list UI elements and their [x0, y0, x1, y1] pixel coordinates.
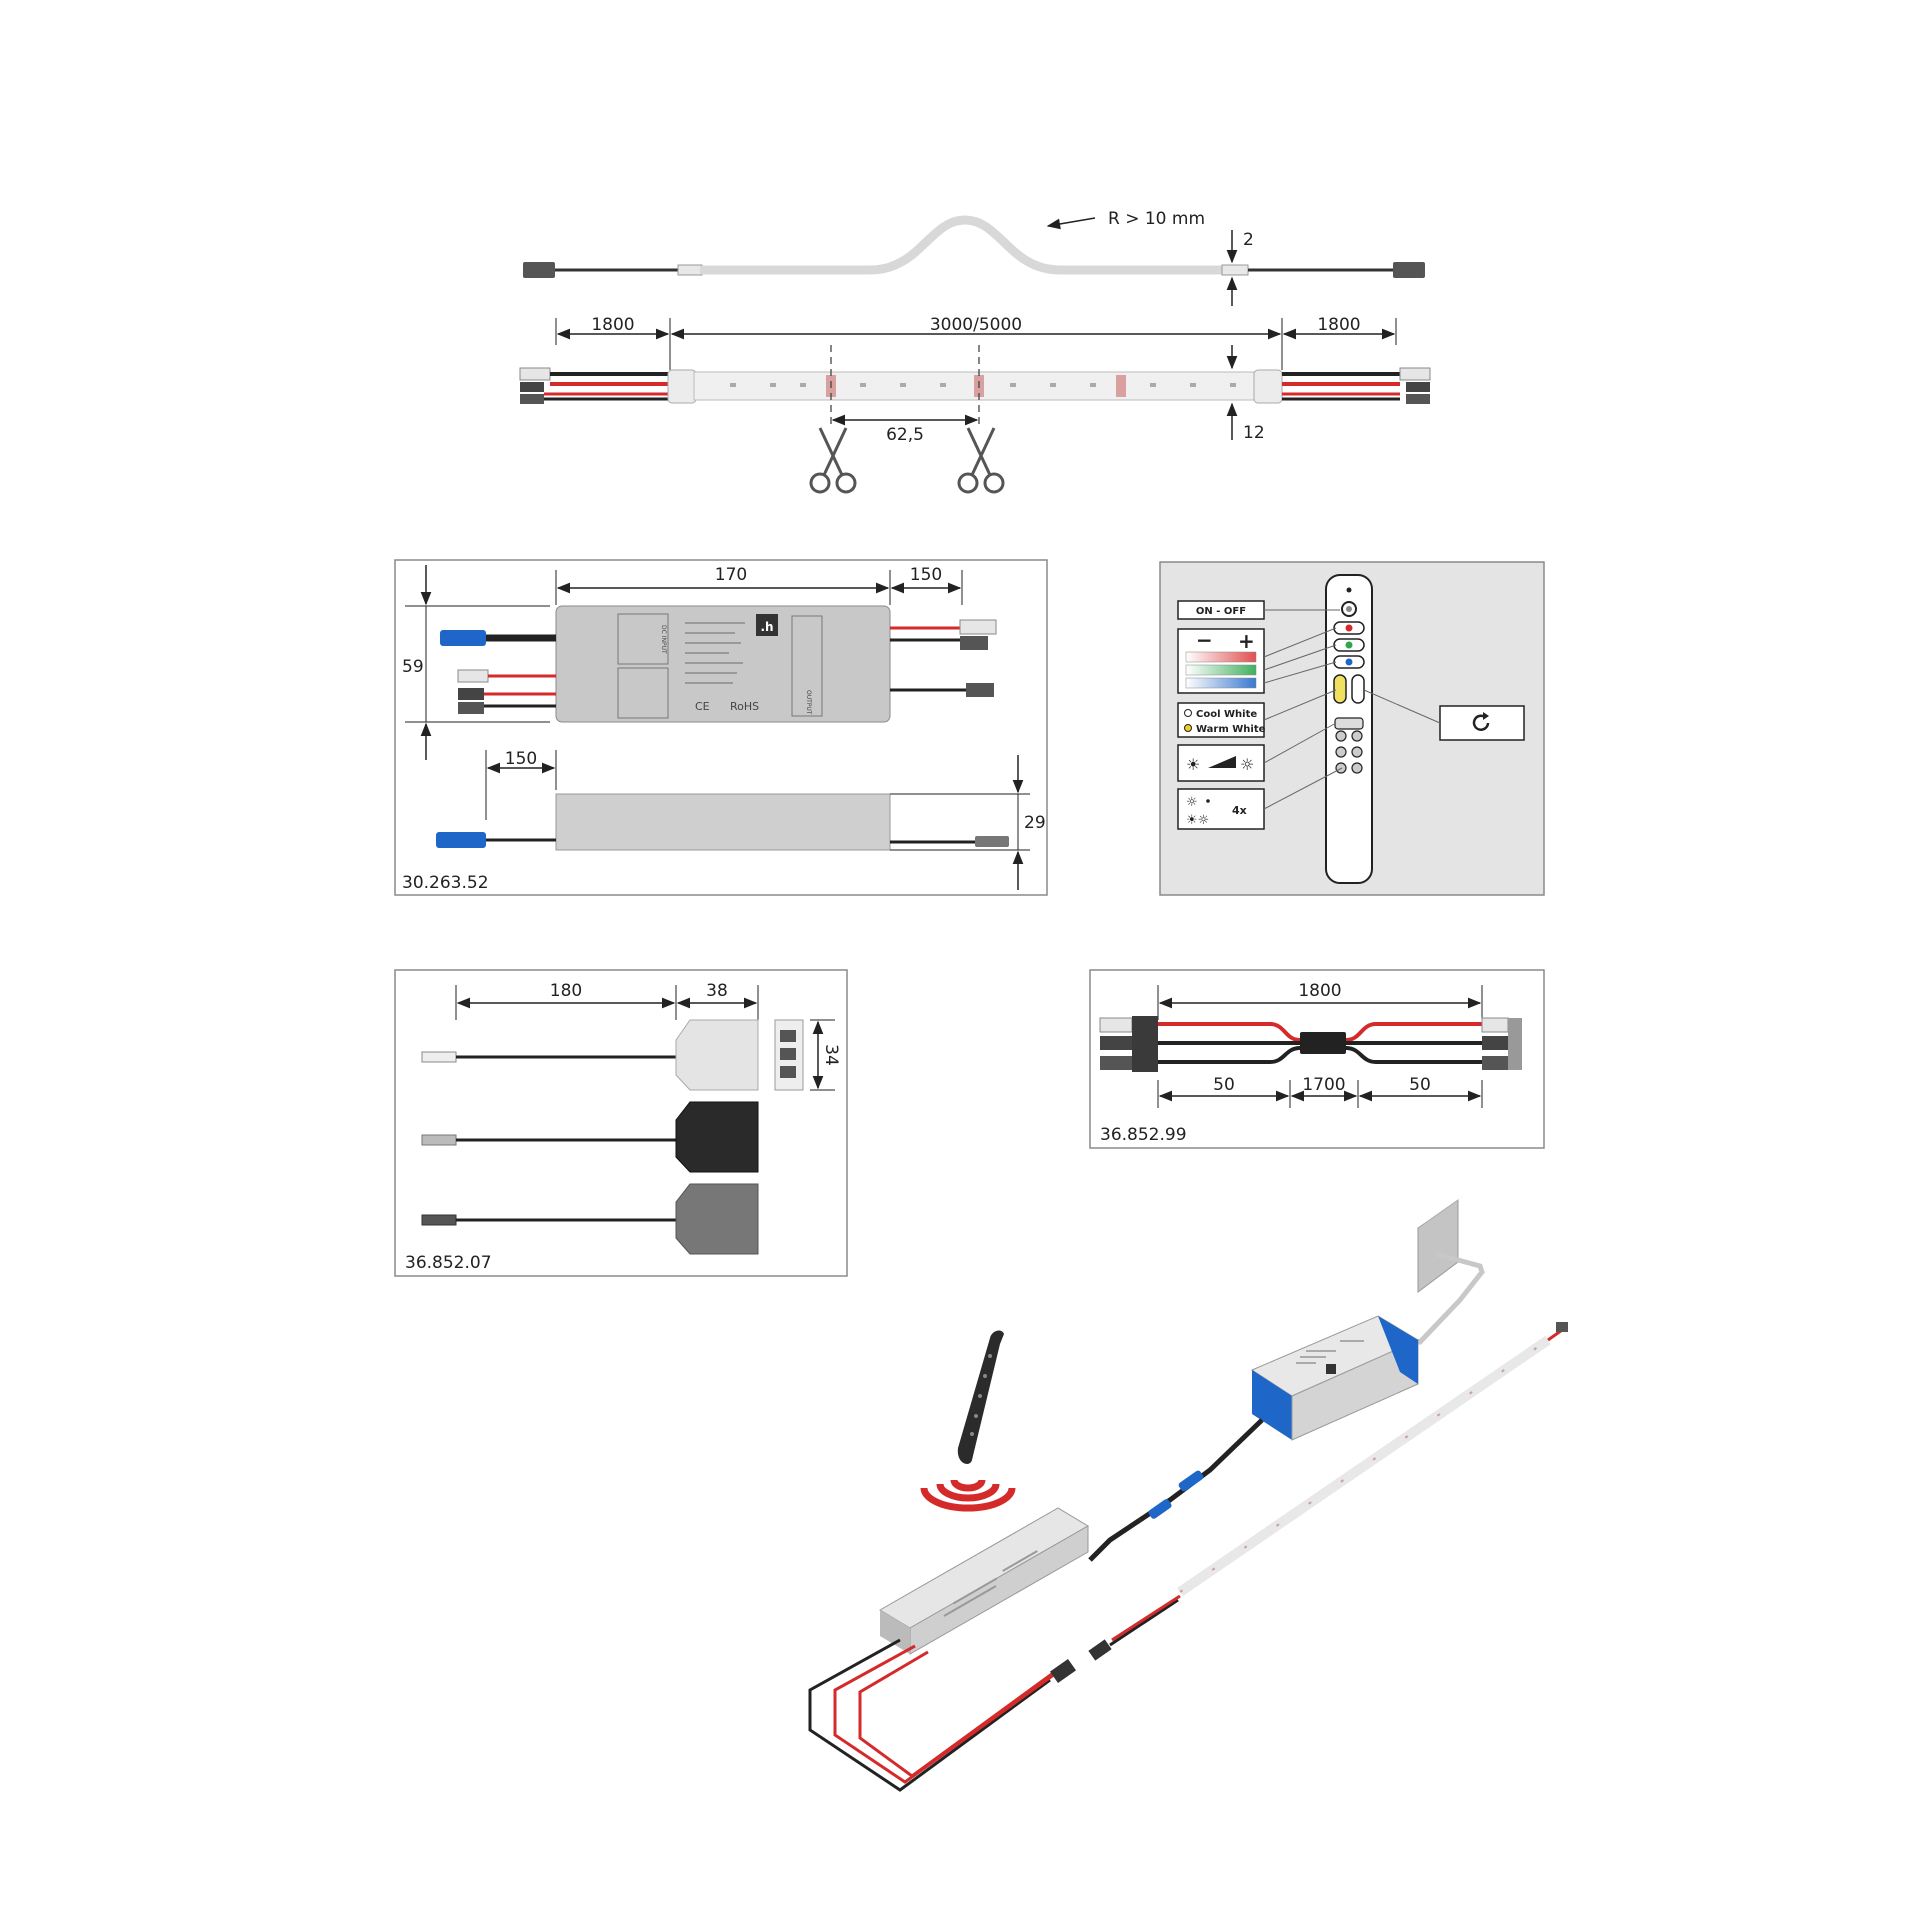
- connector-plug-right: [1393, 262, 1425, 278]
- flexible-strip: [700, 215, 1225, 275]
- distributor-height-label: 34: [821, 1044, 841, 1066]
- controller-panel: 170 150 59 .h RoHS CE OUTPUT DC INPUT: [394, 559, 1048, 896]
- distributor-lead-label: 180: [550, 981, 582, 1001]
- rohs-mark: RoHS: [730, 700, 759, 713]
- ce-mark: CE: [695, 700, 710, 713]
- distributor-black: [675, 1101, 759, 1173]
- strip-straight-view: 12 62,5: [519, 345, 1431, 445]
- controller-side-view: [555, 793, 891, 851]
- extension-right-label: 50: [1409, 1075, 1431, 1095]
- brand-logo: .h: [760, 620, 773, 634]
- cut-interval-label: 62,5: [886, 425, 924, 445]
- sun-icon: ☼: [1186, 795, 1198, 810]
- minus-label: −: [1196, 628, 1213, 652]
- signal-icon: [920, 1479, 1016, 1512]
- extension-article-number: 36.852.99: [1100, 1125, 1187, 1145]
- controller-output-lead-label: 150: [910, 565, 942, 585]
- extension-left-label: 50: [1213, 1075, 1235, 1095]
- installation-illustration: [808, 1194, 1568, 1792]
- bend-radius-label: R > 10 mm: [1108, 209, 1205, 229]
- distributor-article-number: 36.852.07: [405, 1253, 492, 1273]
- cycle-icon: [1472, 714, 1490, 731]
- extension-panel: 1800 50 1700 50 36.852.99: [1089, 969, 1545, 1149]
- warm-white-label: Warm White: [1196, 724, 1266, 735]
- lead-right-label: 1800: [1317, 315, 1360, 335]
- on-off-label: ON - OFF: [1196, 606, 1246, 617]
- plus-label: +: [1238, 629, 1255, 653]
- brightness-low-icon: ☀: [1186, 755, 1200, 774]
- strip-dimensions: 1800 3000/5000 1800: [555, 315, 1397, 370]
- splice-sleeve: [1300, 1032, 1346, 1054]
- cool-white-label: Cool White: [1196, 709, 1257, 720]
- controller-article-number: 30.263.52: [402, 873, 489, 893]
- controller-input-lead-label: 150: [505, 749, 537, 769]
- dc-input-text: DC INPUT: [660, 625, 667, 654]
- scissors-icon: [957, 427, 1005, 494]
- remote-legend-panel: ON - OFF − + Cool White Warm White ☀ ☼ ☼…: [1159, 561, 1545, 896]
- extension-middle-label: 1700: [1302, 1075, 1345, 1095]
- connector-plug-left: [523, 262, 555, 278]
- rgb-buttons: [1333, 621, 1365, 669]
- scissors-icon: [809, 427, 857, 494]
- output-text: OUTPUT: [805, 690, 812, 715]
- input-connector-blue: [440, 630, 486, 646]
- strip-length-label: 3000/5000: [930, 315, 1022, 335]
- controller-depth-label: 29: [1024, 813, 1046, 833]
- distributor-white: [675, 1019, 759, 1091]
- press-4x-label: 4x: [1232, 804, 1247, 817]
- strip-bend-view: R > 10 mm 2: [523, 209, 1425, 306]
- extension-total-label: 1800: [1298, 981, 1341, 1001]
- controller-height-label: 59: [402, 657, 424, 677]
- lead-left-label: 1800: [591, 315, 634, 335]
- distributor-grey: [675, 1183, 759, 1255]
- led-strip-installed: [1177, 1335, 1551, 1597]
- strip-width-label: 12: [1243, 423, 1265, 443]
- sun-icon: ☀☼: [1186, 813, 1209, 828]
- strip-height-label: 2: [1243, 230, 1254, 250]
- distributor-panel: 180 38 34 36.852.07: [394, 969, 848, 1277]
- distributor-body-label: 38: [706, 981, 728, 1001]
- brightness-high-icon: ☼: [1240, 755, 1254, 774]
- led-strip-section: R > 10 mm 2 1800 3000/5000 1800: [519, 209, 1431, 494]
- controller-length-label: 170: [715, 565, 747, 585]
